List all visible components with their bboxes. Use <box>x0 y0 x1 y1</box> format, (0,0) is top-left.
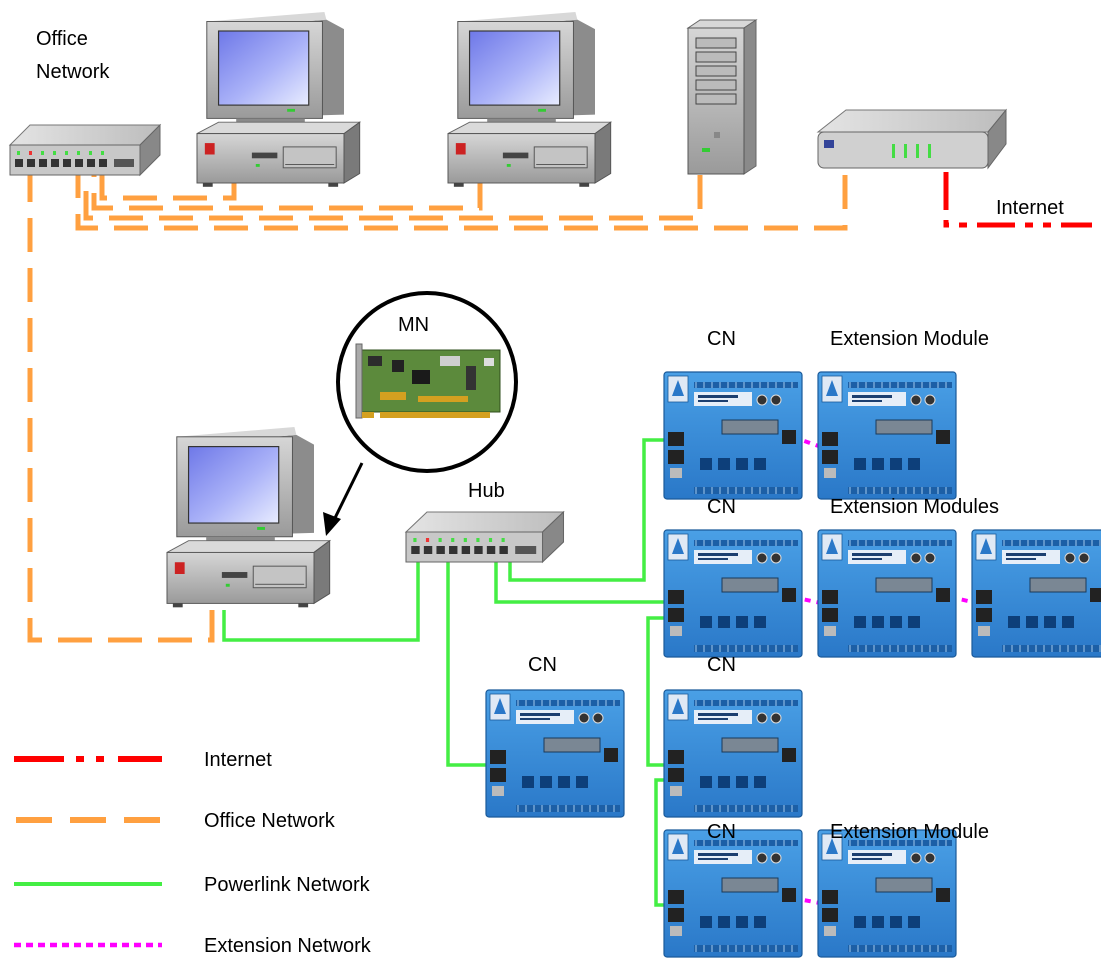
extension-module-2a <box>817 529 957 658</box>
internet-router <box>816 108 1008 170</box>
extension-module-5 <box>817 829 957 958</box>
legend-powerlink-network: Powerlink Network <box>14 874 371 896</box>
cn-module-2 <box>663 529 803 658</box>
hub-label: Hub <box>468 480 505 502</box>
office-network-label-line1: Office <box>36 28 88 50</box>
cn-label-2: CN <box>707 496 736 518</box>
cn-module-3 <box>485 689 625 818</box>
office-network-links <box>27 168 848 643</box>
legend-internet: Internet <box>14 749 272 771</box>
cn-module-1 <box>663 371 803 500</box>
extension-module-label-5: Extension Module <box>830 821 989 843</box>
extension-modules-label: Extension Modules <box>830 496 999 518</box>
server-tower <box>686 19 758 175</box>
extension-module-2b <box>971 529 1101 658</box>
cn-label-5: CN <box>707 821 736 843</box>
legend: Internet Office Network Powerlink Networ… <box>14 749 372 957</box>
extension-module-label-1: Extension Module <box>830 328 989 350</box>
legend-internet-label: Internet <box>204 749 272 771</box>
cn-module-4 <box>663 689 803 818</box>
cn-label-4: CN <box>707 654 736 676</box>
pci-card-icon <box>355 343 501 419</box>
hub <box>405 511 565 563</box>
cn-module-5 <box>663 829 803 958</box>
mn-label: MN <box>398 314 429 336</box>
internet-link <box>943 172 1092 228</box>
mn-card-callout <box>323 291 518 536</box>
mn-pc <box>166 426 331 608</box>
legend-extension-network-label: Extension Network <box>204 935 372 957</box>
legend-office-network-label: Office Network <box>204 810 336 832</box>
legend-powerlink-network-label: Powerlink Network <box>204 874 371 896</box>
office-pc-2 <box>447 11 612 188</box>
internet-label: Internet <box>996 197 1064 219</box>
office-switch <box>9 124 161 176</box>
cn-label-3: CN <box>528 654 557 676</box>
legend-office-network: Office Network <box>16 810 336 832</box>
legend-extension-network: Extension Network <box>14 935 372 957</box>
office-pc-1 <box>196 11 361 188</box>
office-network-label-line2: Network <box>36 61 110 83</box>
cn-label-1: CN <box>707 328 736 350</box>
extension-module-1 <box>817 371 957 500</box>
